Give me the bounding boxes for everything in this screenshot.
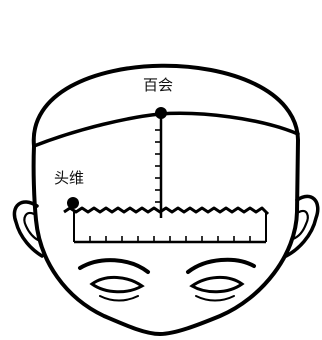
hairline [64, 208, 268, 214]
baihui-point-marker [155, 107, 167, 119]
left-eye [92, 277, 142, 291]
touwei-point-marker [67, 197, 79, 209]
left-eyebrow [80, 260, 148, 272]
right-eye [192, 277, 242, 291]
crown-line [34, 113, 298, 146]
left-eye-lower [100, 296, 138, 301]
right-eye-lower [196, 296, 234, 301]
touwei-label: 头维 [54, 169, 84, 187]
right-eyebrow [188, 260, 254, 272]
baihui-label: 百会 [143, 76, 173, 94]
